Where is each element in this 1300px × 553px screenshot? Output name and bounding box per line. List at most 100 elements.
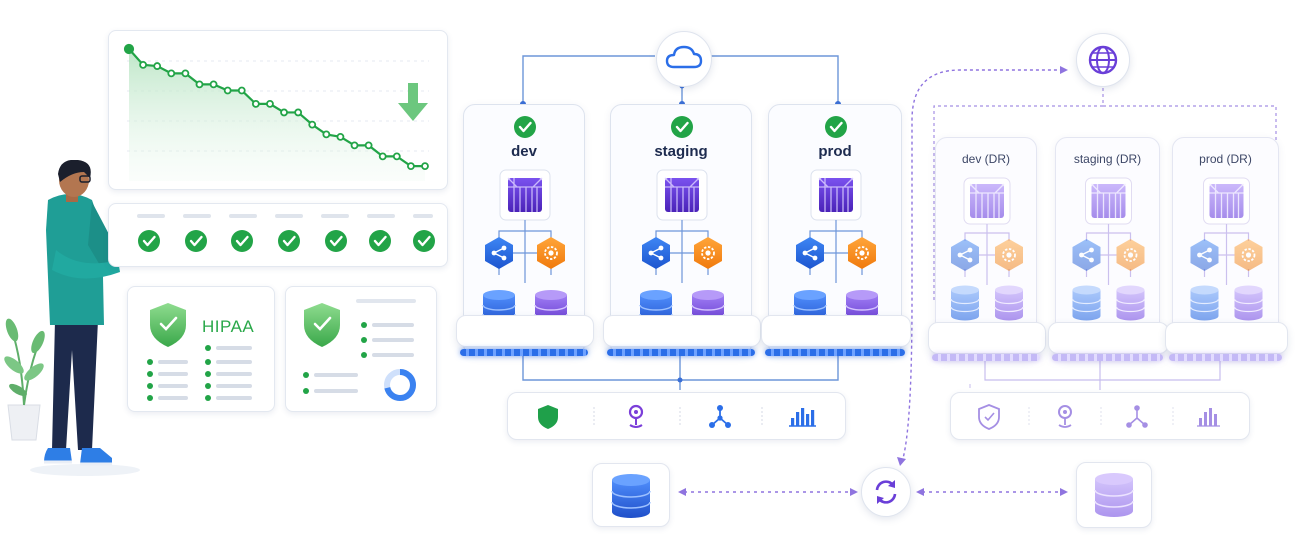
database-icon bbox=[1189, 284, 1220, 322]
hipaa-compliance-card: HIPAA bbox=[127, 286, 275, 412]
gear-hex-icon bbox=[847, 236, 877, 270]
platform-base bbox=[603, 315, 761, 347]
env-panel-prod[interactable]: prod bbox=[761, 104, 911, 356]
trend-point bbox=[123, 43, 135, 55]
check-icon bbox=[229, 228, 255, 254]
share-hex-icon bbox=[795, 236, 825, 270]
check-icon bbox=[323, 228, 349, 254]
platform-light-bar bbox=[1169, 354, 1282, 361]
env-label: dev bbox=[511, 143, 537, 160]
env-stack bbox=[793, 114, 879, 329]
dr-panel-staging[interactable]: staging (DR) bbox=[1048, 137, 1169, 361]
platform-light-bar bbox=[607, 349, 755, 356]
gear-hex-icon bbox=[693, 236, 723, 270]
security-summary-card bbox=[285, 286, 437, 412]
check-icon bbox=[367, 228, 393, 254]
trend-point bbox=[237, 86, 246, 95]
env-label: staging (DR) bbox=[1073, 152, 1142, 166]
plant-icon bbox=[4, 318, 45, 441]
database-icon bbox=[994, 284, 1024, 322]
database-icon bbox=[1115, 284, 1146, 322]
sync-node[interactable] bbox=[861, 467, 911, 517]
platform-light-bar bbox=[932, 354, 1040, 361]
primary-storage-node[interactable] bbox=[592, 463, 670, 527]
platform-light-bar bbox=[765, 349, 905, 356]
bar-chart-icon bbox=[789, 408, 816, 427]
database-icon bbox=[1094, 473, 1134, 517]
trend-point bbox=[280, 108, 288, 117]
trend-point bbox=[167, 69, 176, 78]
gear-hex-icon bbox=[1115, 238, 1146, 272]
env-label: dev (DR) bbox=[961, 152, 1010, 166]
trend-point bbox=[378, 152, 387, 161]
dr-storage-node[interactable] bbox=[1076, 462, 1152, 528]
bar-chart-icon bbox=[1197, 408, 1220, 427]
hipaa-label: HIPAA bbox=[202, 317, 255, 336]
trend-point bbox=[421, 162, 429, 171]
check-icon bbox=[669, 114, 695, 140]
env-stack bbox=[639, 114, 725, 329]
dr-tools-bar bbox=[950, 392, 1250, 440]
trend-point bbox=[209, 80, 218, 89]
trend-chart-card bbox=[108, 30, 448, 190]
trend-point bbox=[364, 141, 373, 150]
trend-point bbox=[153, 62, 162, 70]
check-icon bbox=[512, 114, 538, 140]
status-checks-card bbox=[108, 203, 448, 267]
primary-tools-bar bbox=[507, 392, 846, 440]
env-label: prod bbox=[818, 143, 852, 160]
donut-chart-icon bbox=[384, 369, 416, 401]
cloud-icon bbox=[665, 45, 703, 69]
gear-hex-icon bbox=[994, 238, 1024, 272]
share-hex-icon bbox=[641, 236, 671, 270]
database-icon bbox=[611, 474, 651, 518]
env-panel-staging[interactable]: staging bbox=[603, 104, 761, 356]
check-icon bbox=[136, 228, 162, 254]
check-icon bbox=[183, 228, 209, 254]
share-hex-icon bbox=[484, 236, 514, 270]
env-stack bbox=[1189, 177, 1264, 322]
gear-hex-icon bbox=[536, 236, 566, 270]
shield-icon bbox=[978, 404, 1000, 430]
container-cube-icon bbox=[507, 177, 543, 213]
dr-panel-prod[interactable]: prod (DR) bbox=[1165, 137, 1288, 361]
env-panel-dev[interactable]: dev bbox=[456, 104, 594, 356]
trend-point bbox=[308, 120, 317, 129]
trend-point bbox=[223, 86, 232, 95]
shield-icon bbox=[150, 303, 186, 347]
check-icon bbox=[823, 114, 849, 140]
cloud-node[interactable] bbox=[656, 31, 712, 87]
env-label: prod (DR) bbox=[1199, 152, 1252, 166]
container-cube-icon bbox=[1208, 183, 1245, 219]
trend-point bbox=[407, 162, 415, 171]
globe-node[interactable] bbox=[1076, 33, 1130, 87]
dr-panel-dev[interactable]: dev (DR) bbox=[928, 137, 1046, 361]
platform-base bbox=[928, 322, 1046, 354]
platform-light-bar bbox=[460, 349, 588, 356]
container-cube-icon bbox=[664, 177, 700, 213]
trend-area bbox=[129, 49, 425, 181]
env-stack bbox=[950, 177, 1024, 322]
platform-light-bar bbox=[1052, 354, 1163, 361]
trend-point bbox=[266, 100, 274, 108]
trend-point bbox=[350, 141, 359, 150]
location-pin-icon bbox=[628, 404, 644, 428]
sync-arrows-icon bbox=[875, 480, 897, 504]
shield-icon bbox=[304, 303, 340, 347]
trend-point bbox=[322, 130, 331, 139]
person-illustration bbox=[0, 159, 140, 490]
globe-icon bbox=[1088, 45, 1118, 75]
trend-point bbox=[336, 132, 345, 141]
trend-point bbox=[139, 60, 147, 69]
share-hex-icon bbox=[1189, 238, 1220, 272]
env-stack bbox=[1071, 177, 1146, 322]
database-icon bbox=[950, 284, 980, 322]
container-cube-icon bbox=[1090, 183, 1127, 219]
trend-point bbox=[195, 80, 204, 89]
trend-line bbox=[128, 48, 425, 168]
trend-point bbox=[181, 69, 190, 78]
share-hex-icon bbox=[950, 238, 980, 272]
network-graph-icon bbox=[709, 405, 731, 428]
trend-point bbox=[251, 100, 260, 108]
share-hex-icon bbox=[1071, 238, 1102, 272]
